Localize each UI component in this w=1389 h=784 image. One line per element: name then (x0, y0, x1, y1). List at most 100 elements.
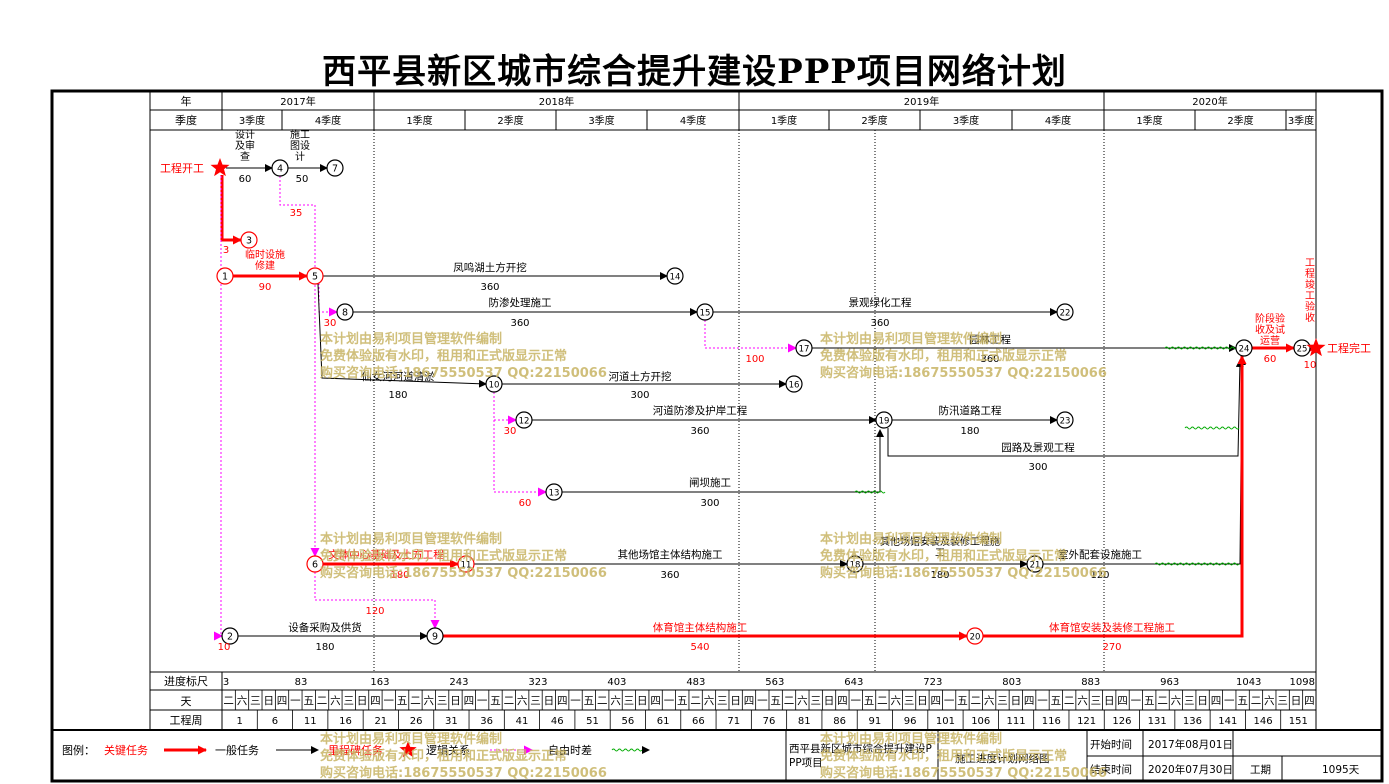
node-label: 7 (332, 164, 338, 175)
task-name: 闸坝施工 (689, 476, 731, 489)
network-node (1026, 555, 1044, 573)
legend-milestone-label: 里程碑任务 (328, 744, 383, 757)
node-label: 25 (1297, 345, 1308, 355)
week-label: 11 (304, 716, 317, 727)
weekday-label: 一 (757, 695, 768, 707)
task-name: 园路及景观工程 (1001, 441, 1075, 454)
weekday-label: 四 (370, 695, 381, 707)
progress-mark: 483 (686, 677, 705, 688)
weekday-label: 五 (1051, 695, 1062, 707)
task-duration: 60 (519, 498, 532, 509)
weekday-label: 三 (904, 695, 915, 707)
network-node (485, 375, 503, 393)
weekday-label: 二 (504, 695, 515, 707)
network-node (426, 627, 444, 645)
weekday-label: 一 (570, 695, 581, 707)
task-name: 体育馆安装及装修工程施工 (1049, 621, 1175, 634)
weekday-label: 四 (650, 695, 661, 707)
task-duration: 100 (745, 354, 764, 365)
legend-critical-label: 关键任务 (104, 743, 148, 757)
weekday-label: 三 (1184, 695, 1195, 707)
week-row-label: 工程周 (170, 714, 203, 727)
weekday-label: 日 (1011, 695, 1022, 707)
weekday-label: 日 (730, 695, 741, 707)
node-label: 18 (850, 561, 861, 571)
weekday-label: 四 (931, 695, 942, 707)
weekday-label: 一 (1224, 695, 1235, 707)
task-link (493, 392, 547, 497)
quarter-label: 1季度 (1136, 114, 1162, 127)
task-link (317, 283, 487, 388)
weekday-label: 一 (290, 695, 301, 707)
network-node (306, 267, 324, 285)
week-label: 21 (374, 716, 387, 727)
task-link (1043, 357, 1246, 565)
task-name: 园林工程 (969, 333, 1011, 346)
progress-mark: 723 (923, 677, 942, 688)
task-duration: 90 (259, 282, 272, 293)
task-name: 河道防渗及护岸工程 (653, 404, 748, 417)
task-name: 室外配套设施施工 (1058, 548, 1142, 561)
task-duration: 35 (290, 208, 303, 219)
node-label: 13 (549, 489, 560, 499)
weekday-label: 一 (850, 695, 861, 707)
quarter-label: 2季度 (497, 114, 523, 127)
year-label: 2019年 (904, 95, 939, 108)
legend-float-arrow (642, 746, 650, 754)
weekday-label: 日 (357, 695, 368, 707)
node-label: 8 (342, 308, 348, 319)
network-node (457, 555, 475, 573)
week-label: 71 (727, 716, 740, 727)
node-label: 9 (432, 632, 438, 643)
task-duration: 180 (388, 390, 407, 401)
weekday-label: 六 (610, 695, 621, 707)
weekday-label: 五 (770, 695, 781, 707)
network-node (875, 411, 893, 429)
node-label: 14 (670, 273, 681, 283)
end-milestone-star (1306, 338, 1326, 357)
task-link (887, 359, 1244, 457)
network-node (966, 627, 984, 645)
week-label: 141 (1218, 716, 1237, 727)
weekday-label: 六 (984, 695, 995, 707)
watermark-text: 本计划由易利项目管理软件编制免费体验版有水印，租用和正式版显示正常购买咨询电话:… (320, 531, 607, 581)
progress-row-label: 进度标尺 (164, 674, 208, 688)
weekday-label: 二 (597, 695, 608, 707)
quarter-label: 1季度 (406, 114, 432, 127)
progress-mark: 83 (295, 677, 308, 688)
weekday-label: 六 (704, 695, 715, 707)
weekday-label: 五 (864, 695, 875, 707)
legend-milestone-star (399, 741, 417, 758)
week-label: 16 (339, 716, 352, 727)
weekday-label: 五 (1144, 695, 1155, 707)
weekday-label: 四 (277, 695, 288, 707)
weekday-label: 六 (517, 695, 528, 707)
info-start-label: 开始时间 (1090, 738, 1132, 751)
task-duration: 360 (980, 354, 999, 365)
task-link (318, 283, 338, 317)
week-label: 6 (272, 716, 278, 727)
info-duration-value: 1095天 (1322, 764, 1360, 776)
weekday-label: 四 (837, 695, 848, 707)
weekday-label: 六 (1171, 695, 1182, 707)
task-duration: 60 (1264, 354, 1277, 365)
network-node (221, 627, 239, 645)
task-name: 设计及审查 (235, 128, 255, 163)
weekday-label: 六 (890, 695, 901, 707)
weekday-label: 三 (1277, 695, 1288, 707)
weekday-label: 二 (410, 695, 421, 707)
task-duration: 180 (930, 570, 949, 581)
progress-mark: 1043 (1236, 677, 1261, 688)
task-name: 体育馆主体结构施工 (653, 621, 748, 634)
weekday-label: 四 (1211, 695, 1222, 707)
week-label: 91 (869, 716, 882, 727)
week-label: 66 (692, 716, 705, 727)
weekday-label: 三 (343, 695, 354, 707)
watermark-text: 本计划由易利项目管理软件编制免费体验版有水印，租用和正式版显示正常购买咨询电话:… (320, 331, 607, 381)
node-label: 12 (519, 417, 530, 427)
quarter-label: 3季度 (588, 114, 614, 127)
weekday-label: 日 (917, 695, 928, 707)
free-float-line (1184, 426, 1240, 430)
task-duration: 30 (324, 318, 337, 329)
